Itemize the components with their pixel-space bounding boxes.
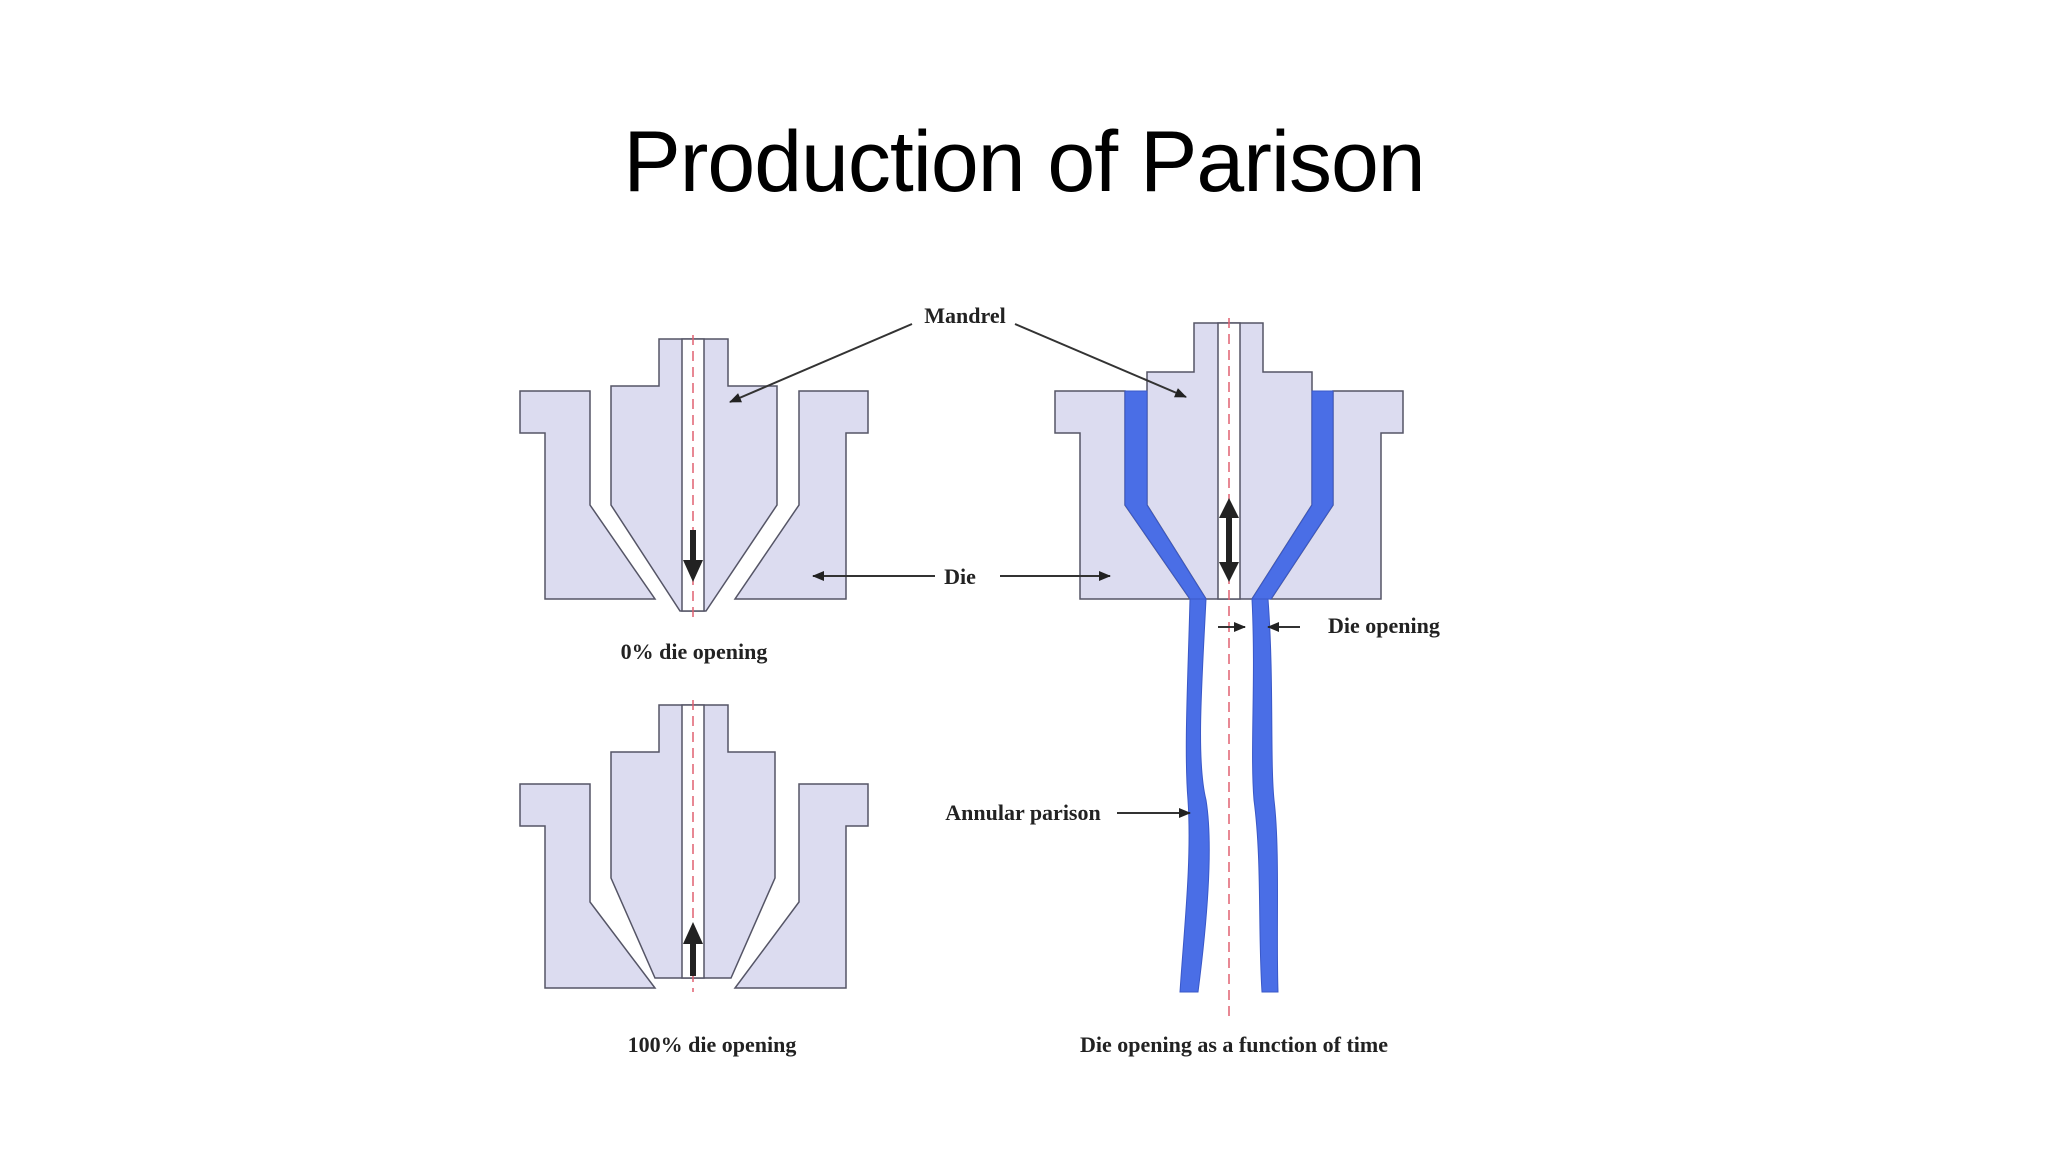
die-assembly-open bbox=[519, 700, 869, 992]
caption-zero-percent: 0% die opening bbox=[621, 639, 768, 664]
die-body-right bbox=[733, 390, 869, 600]
die-body-right bbox=[733, 783, 869, 989]
annular-parison-label: Annular parison bbox=[945, 800, 1100, 825]
leader-lines bbox=[729, 323, 1300, 818]
down-arrow-icon bbox=[683, 530, 703, 582]
die-opening-label: Die opening bbox=[1328, 613, 1440, 638]
die-assembly-closed bbox=[519, 335, 869, 618]
double-arrow-icon bbox=[1219, 498, 1239, 582]
die-assembly-variable bbox=[1054, 318, 1404, 1016]
die-body-left bbox=[519, 783, 657, 989]
die-label: Die bbox=[944, 564, 976, 589]
annular-parison-right-wall bbox=[1251, 598, 1279, 993]
slide-title: Production of Parison bbox=[623, 114, 1425, 210]
annular-parison-left-wall bbox=[1179, 598, 1210, 993]
mandrel-leader-left bbox=[729, 323, 913, 403]
caption-function-of-time: Die opening as a function of time bbox=[1080, 1032, 1388, 1057]
caption-hundred-percent: 100% die opening bbox=[628, 1032, 797, 1057]
mandrel-label: Mandrel bbox=[924, 303, 1005, 328]
up-arrow-icon bbox=[683, 922, 703, 976]
mandrel-leader-right bbox=[1014, 323, 1187, 398]
melt-channel-right bbox=[1251, 390, 1334, 600]
die-body-left bbox=[519, 390, 657, 600]
